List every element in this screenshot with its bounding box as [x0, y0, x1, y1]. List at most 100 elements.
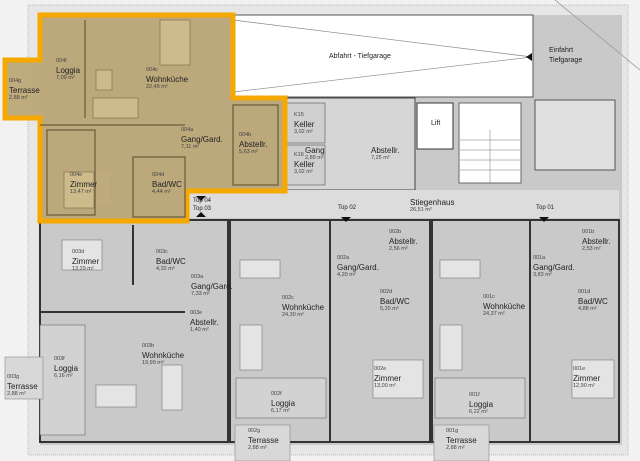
- room-id: 002b: [389, 229, 402, 235]
- room-area: 3,02 m²: [294, 168, 313, 175]
- room-name: Bad/WC: [156, 256, 186, 266]
- room-id: 004f: [56, 58, 67, 64]
- room-name: Abstellr.: [190, 317, 219, 327]
- room-area: 4,88 m²: [578, 305, 597, 312]
- room-area: 13,47 m²: [70, 188, 92, 195]
- room-name: Wohnküche: [142, 350, 185, 360]
- room-area: 7,09 m²: [56, 74, 75, 81]
- room-area: 6,22 m²: [469, 408, 488, 415]
- room-area: 5,63 m²: [239, 148, 258, 155]
- room-area: 4,44 m²: [152, 188, 171, 195]
- room-id: 002e: [374, 366, 387, 372]
- room-id: 002c: [282, 295, 294, 301]
- loggia-001f: [434, 377, 526, 419]
- room-id: 002f: [271, 391, 282, 397]
- room-area: 2,88 m²: [446, 444, 465, 451]
- room-id: 004c: [146, 67, 158, 73]
- room-id: 004b: [239, 132, 252, 138]
- entry-label: Einfahrt: [549, 47, 574, 54]
- room-id: 003a: [191, 274, 204, 280]
- room-name: Terrasse: [446, 435, 477, 445]
- room-id: 004a: [181, 127, 194, 133]
- highlight-top04: [2, 12, 288, 224]
- room-name: Terrasse: [9, 85, 40, 95]
- room-area: 7,33 m²: [191, 290, 210, 297]
- keller-k15: [284, 102, 326, 144]
- garage-ramp: [232, 14, 534, 98]
- room-name: Wohnküche: [483, 301, 526, 311]
- room-label: Abstellr.7,25 m²: [371, 146, 399, 163]
- room-name: Zimmer: [573, 373, 601, 383]
- room-name: Zimmer: [72, 256, 100, 266]
- room-area: 6,16 m²: [54, 372, 73, 379]
- room-id: 001b: [582, 229, 595, 235]
- room-id: 003e: [190, 310, 203, 316]
- terrace-001g: [433, 424, 490, 461]
- room-area: 7,11 m²: [181, 143, 200, 150]
- room-area: 2,88 m²: [248, 444, 267, 451]
- room-name: Gang: [305, 146, 325, 155]
- room-name: Loggia: [56, 65, 81, 75]
- room-area: 13,29 m²: [72, 265, 94, 272]
- room-name: Abstellr.: [582, 236, 611, 246]
- room-id: 004d: [152, 172, 165, 178]
- room-name: Zimmer: [70, 179, 98, 189]
- room-name: Gang/Gard.: [337, 262, 379, 272]
- top04-label: Top 04: [193, 198, 212, 204]
- entry-arrow-icon: [526, 53, 532, 61]
- room-id: 003c: [156, 249, 168, 255]
- room-name: Wohnküche: [146, 74, 189, 84]
- room-area: 24,30 m²: [282, 311, 304, 318]
- top03-label: Top 03: [193, 206, 212, 212]
- room-area: 2,88 m²: [7, 390, 26, 397]
- room-name: Bad/WC: [152, 179, 182, 189]
- room-id: 003f: [54, 356, 65, 362]
- room-area: 2,56 m²: [389, 245, 408, 252]
- room-name: Abstellr.: [389, 236, 418, 246]
- top02-label: Top 02: [338, 205, 357, 211]
- site-boundary: [554, 0, 640, 71]
- room-area: 19,99 m²: [142, 359, 164, 366]
- room-id: 001c: [483, 294, 495, 300]
- room-id: 001d: [578, 289, 591, 295]
- room-area: 1,40 m²: [190, 326, 209, 333]
- room-id: 001g: [446, 428, 459, 434]
- room-area: 22,46 m²: [146, 83, 168, 90]
- top04-furniture: [63, 19, 191, 209]
- room-id: K15: [294, 112, 304, 118]
- room-area: 4,32 m²: [156, 265, 175, 272]
- lift-shaft: [416, 102, 454, 150]
- room-area: 7,25 m²: [371, 155, 390, 161]
- room-id: 004e: [70, 172, 83, 178]
- room-id: 003g: [7, 374, 20, 380]
- room-area: 6,17 m²: [271, 407, 290, 414]
- room-name: Loggia: [469, 399, 494, 409]
- room-area: 2,53 m²: [582, 245, 601, 252]
- loggia-002f: [235, 377, 327, 419]
- room-area: 3,02 m²: [294, 128, 313, 135]
- room-id: 001f: [469, 392, 480, 398]
- light-well: [534, 99, 616, 171]
- room-name: Terrasse: [7, 381, 38, 391]
- loggia-003f: [39, 324, 86, 436]
- stair-hall: [187, 190, 619, 218]
- room-area: 24,37 m²: [483, 310, 505, 317]
- room-name: Wohnküche: [282, 302, 325, 312]
